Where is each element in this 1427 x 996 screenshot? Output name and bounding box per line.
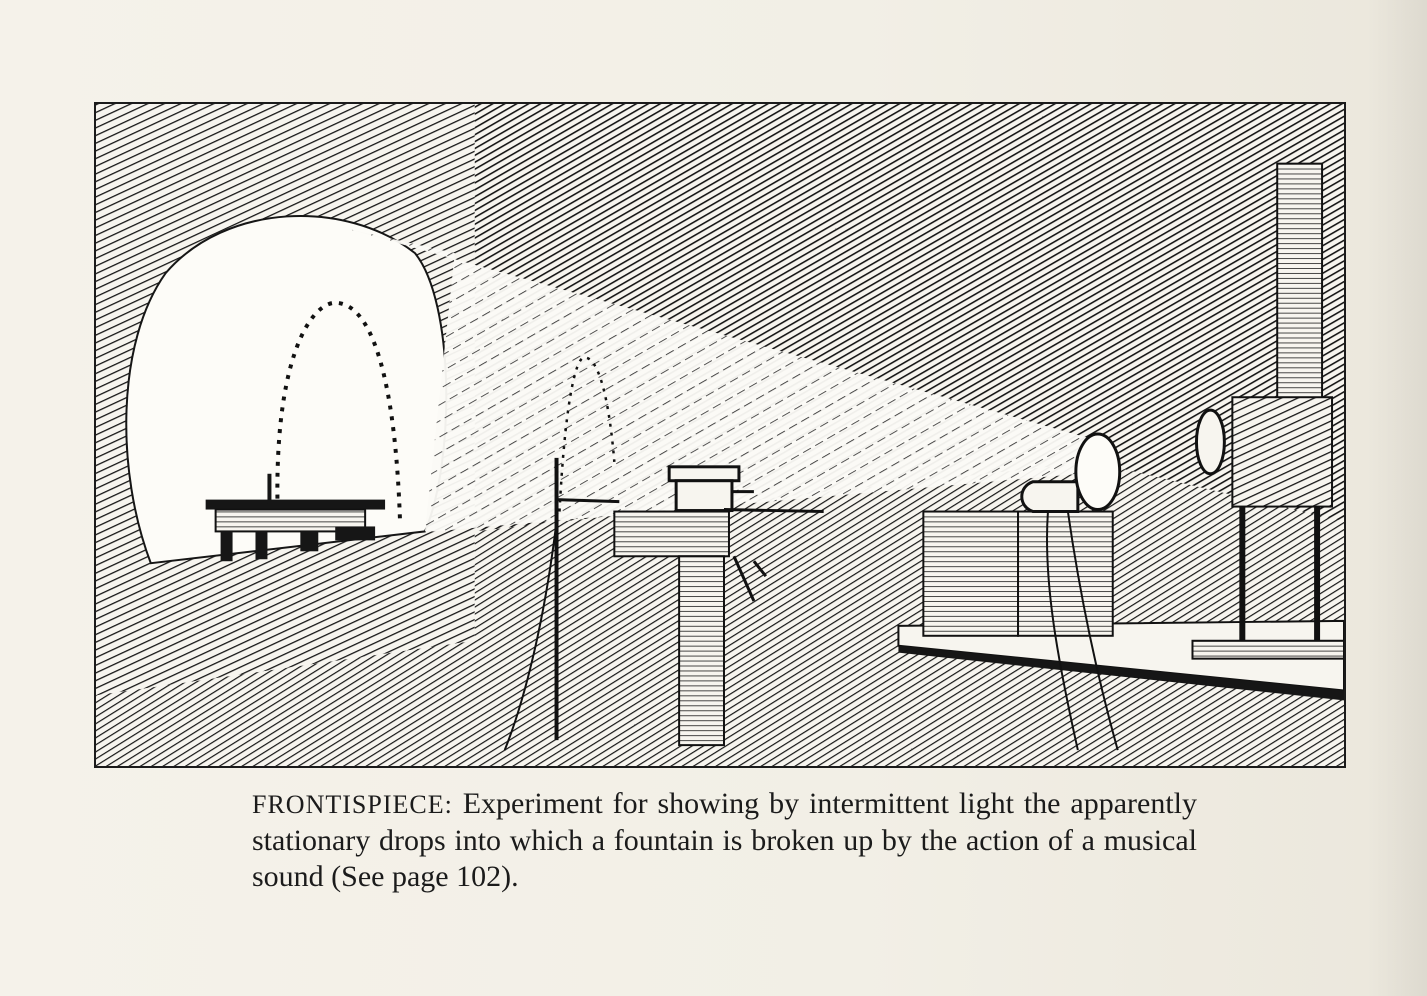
lamp-bench [897, 432, 1344, 751]
rotating-shutter [1191, 162, 1344, 660]
caption-text: Experiment for showing by intermittent l… [252, 787, 1197, 893]
hose [503, 521, 558, 751]
apparatus-table [613, 465, 824, 747]
frontispiece-caption: FRONTISPIECE: Experiment for showing by … [252, 786, 1197, 895]
caption-label: FRONTISPIECE: [252, 790, 453, 819]
light-beam [345, 228, 1103, 532]
engraving-drawing [96, 104, 1344, 766]
page-edge-shadow [1367, 0, 1427, 996]
fountain-arc [558, 356, 616, 512]
projected-apparatus-silhouette [205, 473, 386, 562]
frontispiece-illustration [94, 102, 1346, 768]
